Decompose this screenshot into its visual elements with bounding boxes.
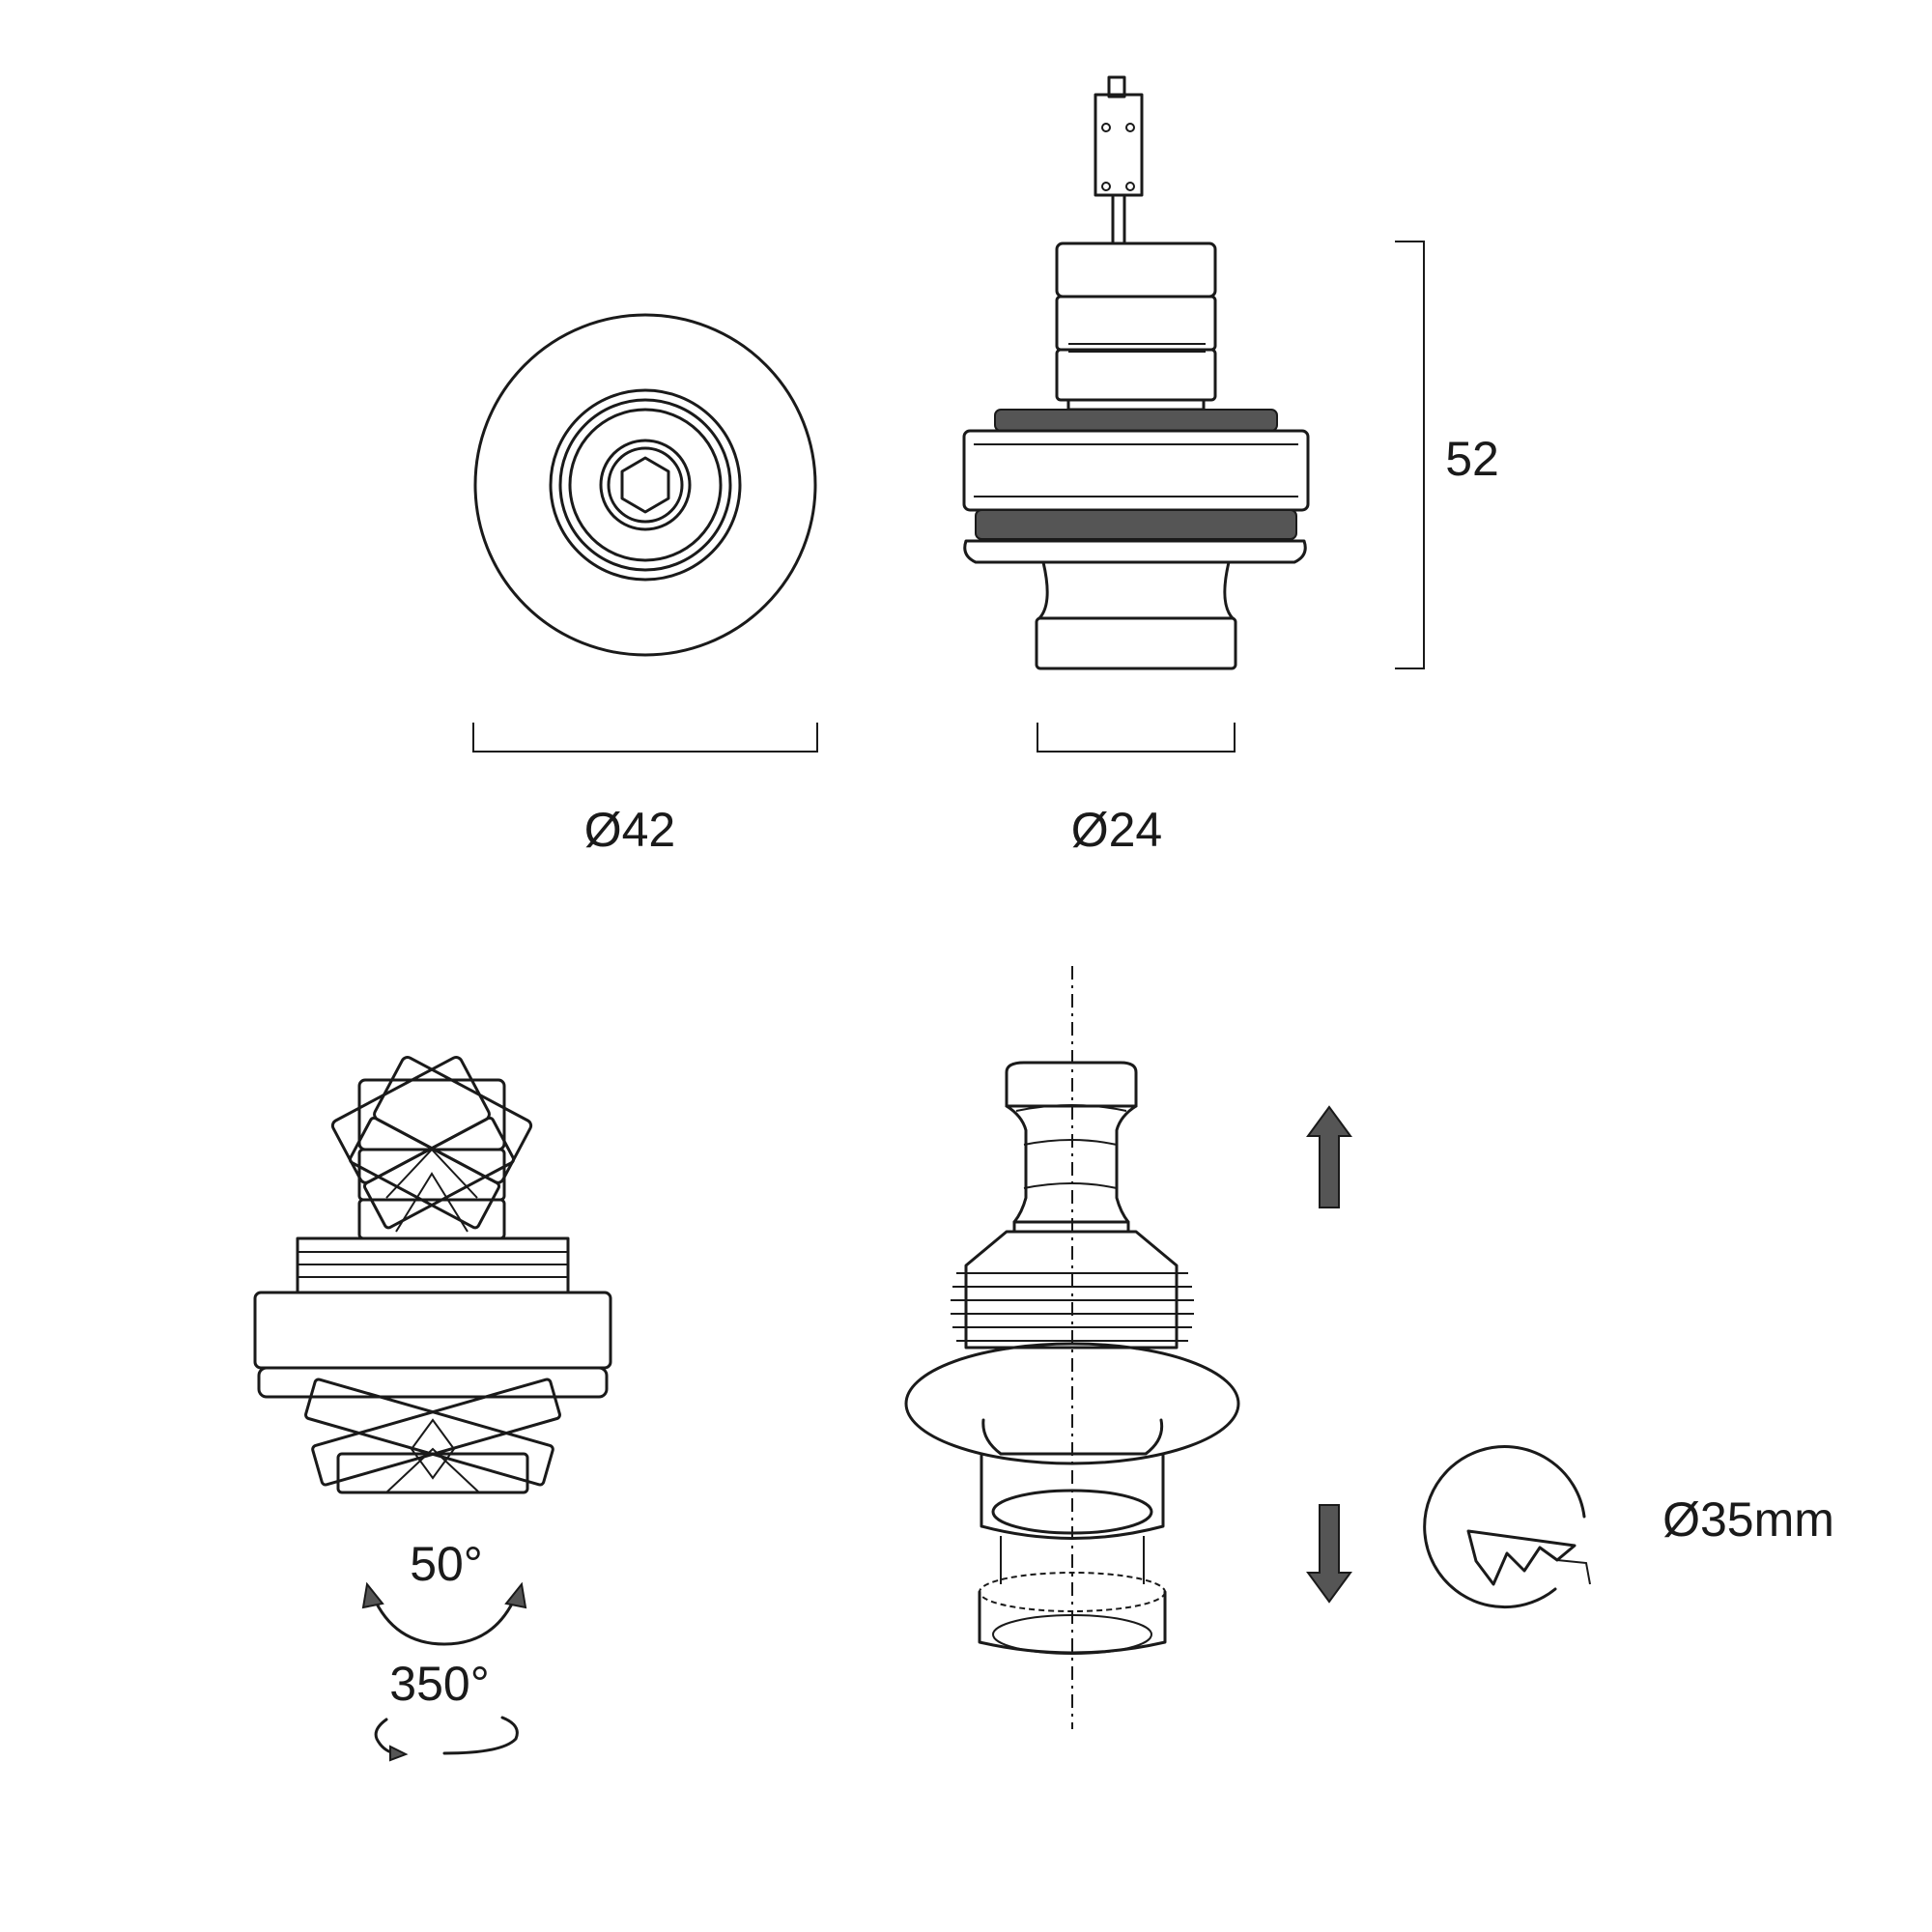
- rotation-indicator: 350°: [374, 1657, 519, 1762]
- tilt-angle-label: 50°: [410, 1537, 483, 1591]
- arrow-down-icon: [1306, 1504, 1352, 1604]
- outer-diameter-dimension: Ø42: [472, 723, 818, 857]
- curved-double-arrow-icon: [371, 1594, 518, 1646]
- body-diameter-label: Ø24: [1071, 803, 1163, 857]
- body-diameter-dimension: Ø24: [1037, 723, 1236, 857]
- side-view: [962, 75, 1310, 670]
- exploded-view: [904, 966, 1240, 1729]
- outer-diameter-label: Ø42: [584, 803, 676, 857]
- tilt-indicator: 50°: [361, 1537, 527, 1646]
- arrow-up-icon: [1306, 1105, 1352, 1208]
- tilt-view: [253, 1056, 612, 1494]
- cutout-diameter-label: Ø35mm: [1662, 1492, 1834, 1547]
- rotation-angle-label: 350°: [389, 1657, 489, 1711]
- height-dimension: 52: [1395, 241, 1499, 669]
- circular-arrow-icon: [374, 1718, 396, 1755]
- top-view-face: [473, 313, 817, 657]
- cutout-saw-icon: [1423, 1445, 1591, 1608]
- cutout-indicator: Ø35mm: [1423, 1445, 1834, 1608]
- height-label: 52: [1445, 432, 1499, 486]
- height-adjust-arrows: [1306, 1105, 1352, 1604]
